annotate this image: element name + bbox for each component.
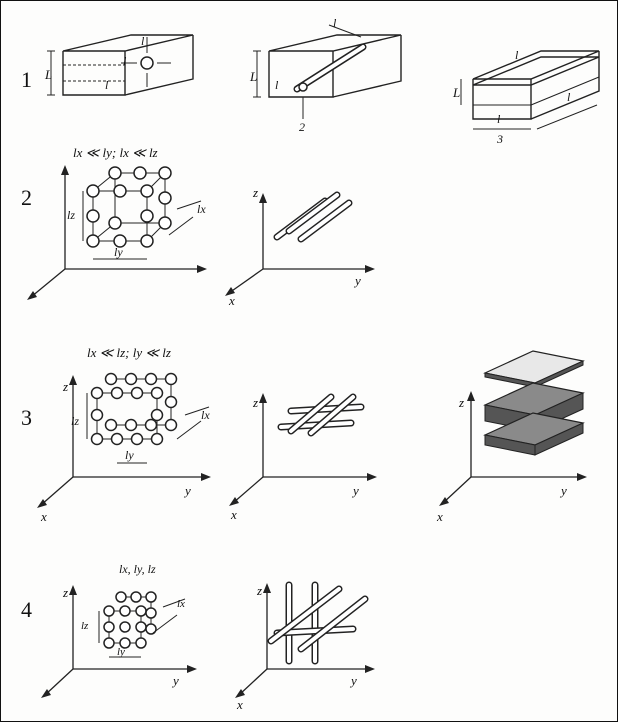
label-lz-4a: lz [81,620,89,632]
bulk-box-rod [253,24,402,119]
label-l3-1b: l [275,78,279,92]
label-lx-4a: lx [177,598,185,610]
condition-row2: lx ≪ ly; lx ≪ lz [73,145,158,160]
axis-y-3a: y [183,483,191,498]
stacked-films-3c [483,350,585,456]
label-lx-2a: lx [197,202,206,216]
label-l1-1a: l [105,78,109,92]
row-number-1: 1 [21,67,32,92]
label-l2-1a: l [141,34,145,48]
axis-z-2b: z [252,185,258,200]
parallel-rods-2b [273,191,353,243]
axis-x-3b: x [230,507,237,522]
axis-z-4a: z [62,585,68,600]
label-lz-3a: lz [71,414,79,428]
label-L-1c: L [452,85,460,100]
label-ly-3a: ly [125,448,134,462]
label-l1-1c: l [567,90,571,104]
axis-y-2b: y [353,273,361,288]
axis-y-3c: y [559,483,567,498]
axes-4b [235,583,375,698]
axis-x-3a: x [40,509,47,524]
label-L-1b: L [249,69,257,84]
axis-z-3a: z [62,379,68,394]
axes-4a [41,585,197,698]
label-2-1b: 2 [299,120,305,134]
axis-x-3c: x [436,509,443,524]
axis-x-2b: x [228,293,235,308]
condition-row4: lx, ly, lz [119,562,156,576]
row-number-2: 2 [21,185,32,210]
condition-row3: lx ≪ lz; ly ≪ lz [87,345,171,360]
label-lz-2a: lz [67,208,75,222]
axis-y-3b: y [351,483,359,498]
axes-2a [27,165,207,300]
label-ly-2a: ly [114,245,123,259]
rod-network-4b [267,581,369,665]
axis-x-4b: x [236,697,243,712]
axes-3c [439,391,587,506]
label-l1-1b: l [333,16,337,30]
label-ly-4a: ly [117,646,125,658]
axis-z-3c: z [458,395,464,410]
label-3-1c: 3 [496,132,503,146]
label-L-1a: L [44,67,52,82]
row-number-4: 4 [21,597,32,622]
axes-3a [37,375,211,508]
cubic-lattice-2a [82,166,202,260]
label-lx-3a: lx [201,408,210,422]
label-l3-1c: l [497,112,501,126]
axis-z-3b: z [252,395,258,410]
rod-layers-3b [277,393,365,437]
axis-y-4a: y [171,673,179,688]
axis-z-4b: z [256,583,262,598]
point-defect-atom [140,56,154,70]
lattice-3a [86,372,210,464]
bulk-box-point [47,34,194,96]
axis-y-4b: y [349,673,357,688]
axes-3b [229,393,377,506]
cluster-lattice-4a [98,591,186,658]
label-l2-1c: l [515,48,519,62]
axes-2b [225,193,375,296]
thin-film-box [460,50,600,130]
label-l3-1a: l [123,54,127,68]
row-number-3: 3 [21,405,32,430]
